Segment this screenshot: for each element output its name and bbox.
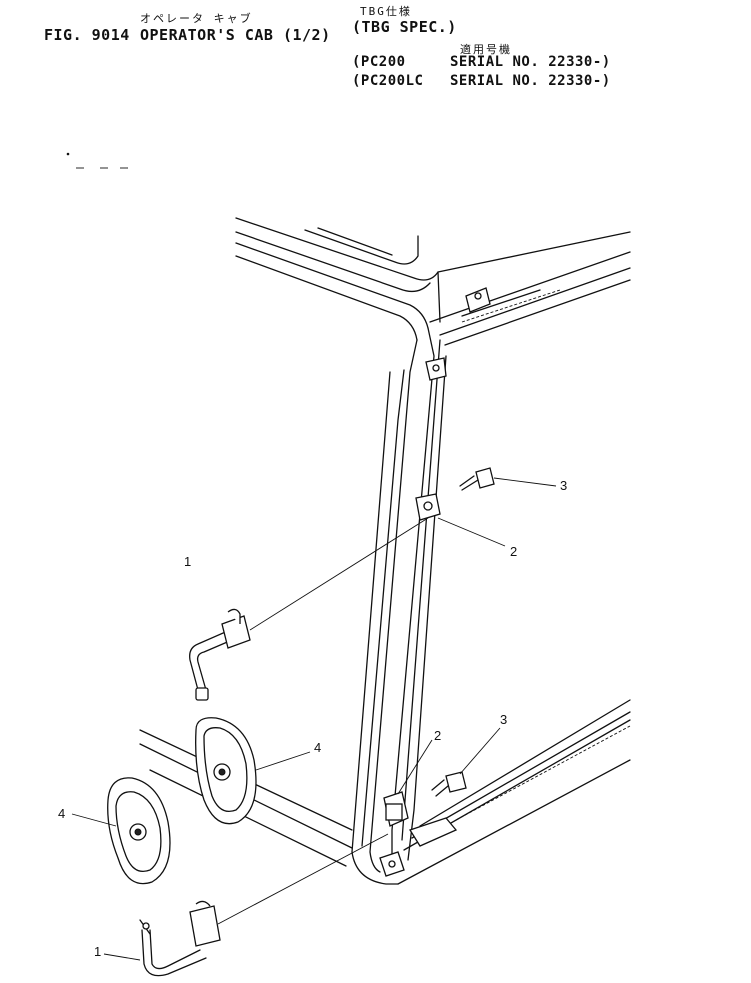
kana-title: オペレータ キャブ: [140, 12, 253, 25]
callout-bottom-2: 2: [434, 728, 442, 743]
lower-bolt: [431, 727, 501, 797]
upper-clamp: [415, 493, 506, 547]
callout-top-2: 2: [510, 544, 518, 559]
callout-top-3: 3: [560, 478, 568, 493]
lower-mirror: [71, 777, 171, 885]
upper-mirror-stay: [189, 517, 429, 701]
serial-model-2: (PC200LC: [352, 73, 424, 89]
callout-top-1: 1: [184, 554, 192, 569]
upper-bolt: [459, 467, 557, 491]
figure-label: FIG. 9014: [44, 26, 130, 44]
cab-lower-body: [111, 699, 631, 885]
serial-model-1: (PC200: [352, 54, 406, 70]
callout-bottom-1: 1: [94, 944, 102, 959]
lower-clamp: [379, 739, 433, 877]
callout-bottom-4: 4: [58, 806, 66, 821]
upper-mirror: [195, 717, 311, 825]
callout-bottom-3: 3: [500, 712, 508, 727]
applicable-models-kana: 適用号機: [460, 43, 512, 56]
serial-number-2: SERIAL NO. 22330-): [450, 73, 611, 89]
page-title: OPERATOR'S CAB (1/2): [140, 26, 331, 44]
kana-spec: TBG仕様: [360, 5, 412, 18]
serial-number-1: SERIAL NO. 22330-): [450, 54, 611, 70]
callout-top-4: 4: [314, 740, 322, 755]
lower-mirror-stay: [103, 833, 389, 977]
spec-label: (TBG SPEC.): [352, 18, 457, 36]
stray-marks: [66, 152, 128, 169]
cab-roof-outline: [235, 217, 631, 346]
